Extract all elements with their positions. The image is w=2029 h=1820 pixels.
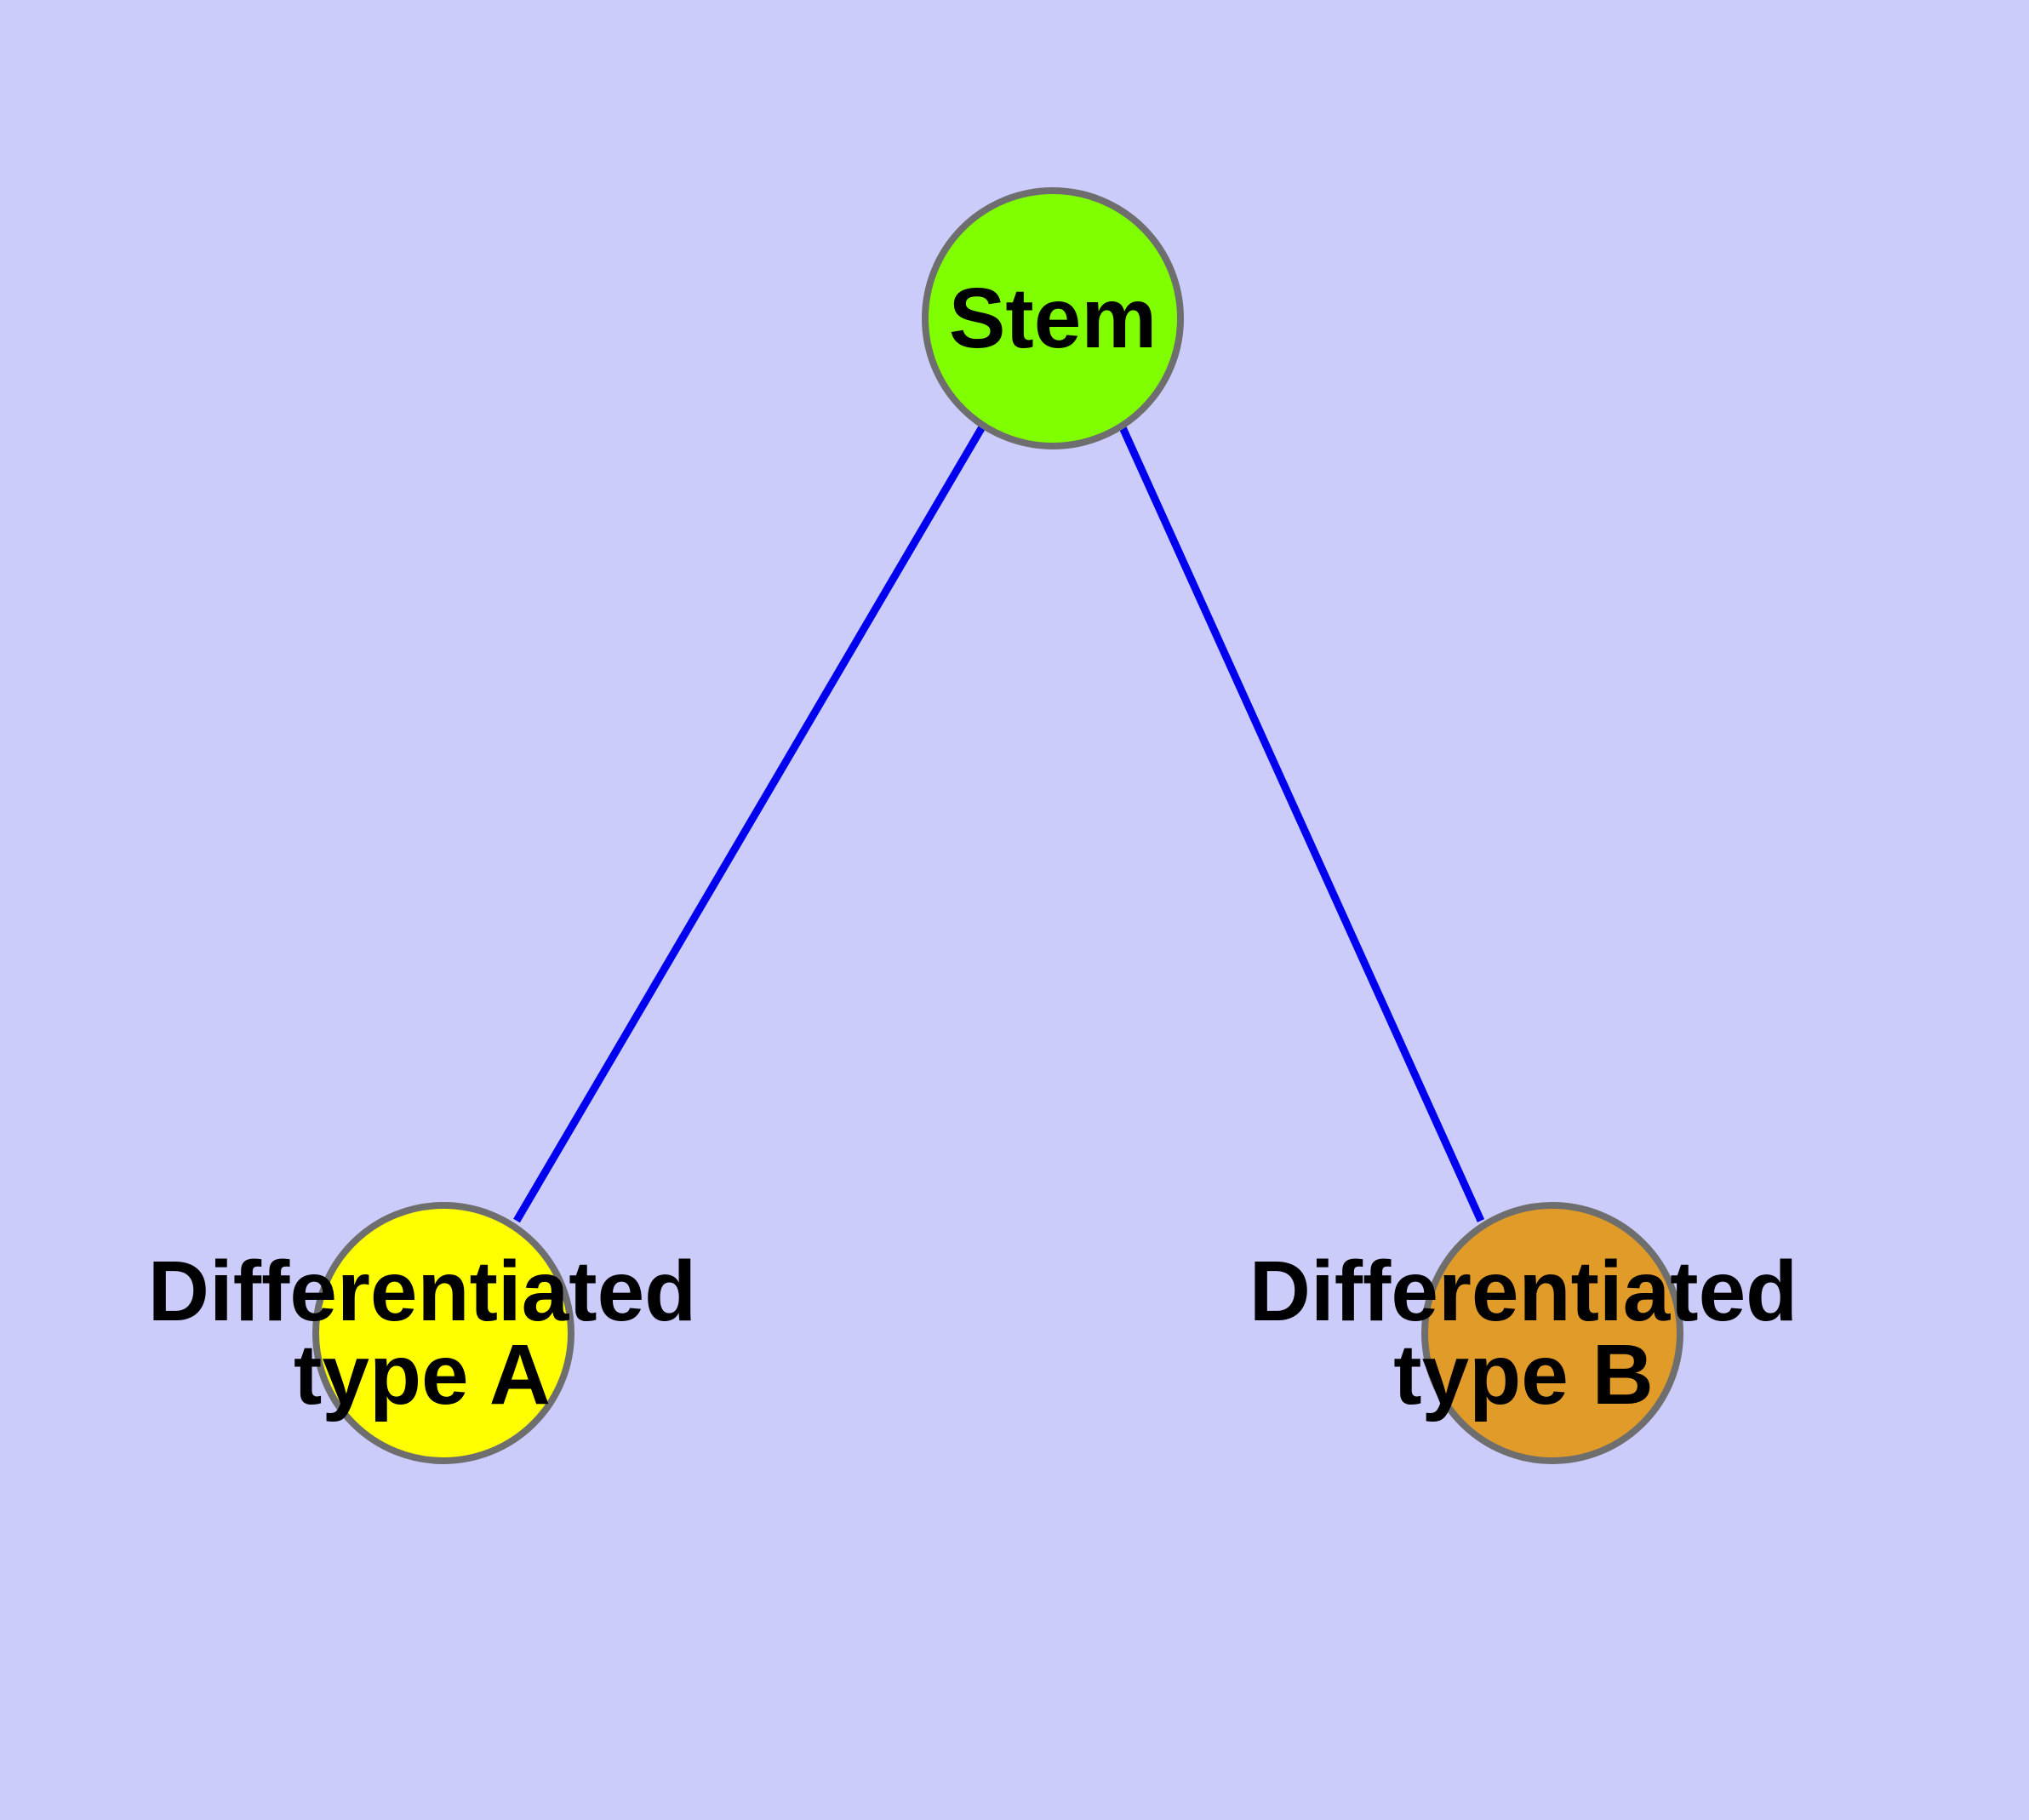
node-label-stem: Stem — [949, 271, 1157, 366]
edge-stem-diff-a — [513, 423, 986, 1223]
node-label-line: type B — [1393, 1327, 1654, 1422]
edges-layer — [513, 423, 1485, 1223]
node-label-line: Stem — [949, 271, 1157, 366]
node-circle-diff_b[interactable] — [1421, 1202, 1683, 1464]
node-label-line: type A — [294, 1327, 551, 1422]
node-circle-stem[interactable] — [922, 187, 1184, 449]
nodes-layer — [312, 187, 1683, 1464]
node-label-line: Differentiated — [148, 1244, 697, 1339]
node-circle-diff_a[interactable] — [312, 1202, 574, 1464]
edge-stem-diff-b — [1117, 424, 1485, 1222]
node-label-line: Differentiated — [1249, 1244, 1798, 1339]
